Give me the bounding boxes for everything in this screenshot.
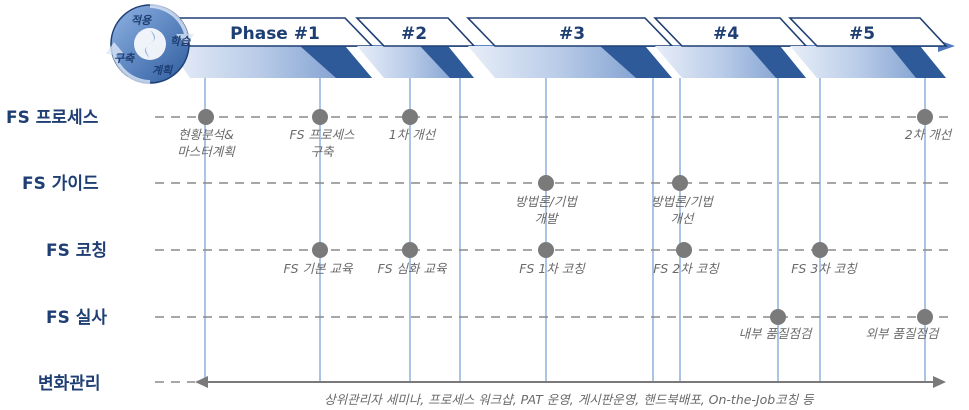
phase-band: Phase #1 #2 #3 #4 #5 <box>166 17 948 78</box>
milestone-label: FS 2차 코칭 <box>653 261 720 276</box>
cycle-word-learn: 학습 <box>170 35 191 48</box>
process-milestones: 현황분석& 마스터계획 FS 프로세스 구축 1차 개선 2차 개선 <box>177 109 953 159</box>
milestone-label: 개선 <box>670 211 695 226</box>
row-labels: FS 프로세스 FS 가이드 FS 코칭 FS 실사 변화관리 <box>6 108 107 394</box>
milestone-label: FS 기본 교육 <box>283 261 354 276</box>
phase-5-label: #5 <box>849 24 875 44</box>
milestone-label: 2차 개선 <box>905 127 953 142</box>
milestone-dot <box>676 242 692 258</box>
milestone-dot <box>198 109 214 125</box>
milestone-label: 1차 개선 <box>389 127 437 142</box>
change-mgmt-activities: 상위관리자 세미나, 프로세스 워크샵, PAT 운영, 게시판운영, 핸드북배… <box>324 392 815 407</box>
milestone-label: FS 3차 코칭 <box>791 261 858 276</box>
milestone-dot <box>917 109 933 125</box>
guide-milestones: 방법론/기법 개발 방법론/기법 개선 <box>515 175 714 226</box>
row-label-coaching: FS 코칭 <box>46 241 107 261</box>
milestone-dot <box>812 242 828 258</box>
milestone-dot <box>770 309 786 325</box>
phase-4-label: #4 <box>713 24 739 44</box>
phase-3-label: #3 <box>559 24 585 44</box>
milestone-label: FS 1차 코칭 <box>519 261 586 276</box>
phase-1-label: Phase #1 <box>230 24 320 44</box>
milestone-label: 현황분석& <box>178 127 234 142</box>
milestone-dot <box>312 242 328 258</box>
milestone-label: 방법론/기법 <box>515 194 578 209</box>
milestone-label: 방법론/기법 <box>651 194 714 209</box>
milestone-label: FS 심화 교육 <box>377 261 448 276</box>
milestone-label: 마스터계획 <box>177 144 236 159</box>
cycle-word-apply: 적용 <box>131 14 152 27</box>
milestone-label: FS 프로세스 <box>289 127 355 142</box>
milestone-dot <box>312 109 328 125</box>
phase-4: #4 <box>653 17 808 78</box>
milestone-dot <box>402 242 418 258</box>
phase-1: Phase #1 <box>166 17 374 78</box>
phase-2: #2 <box>355 17 476 78</box>
milestone-label: 개발 <box>534 211 560 226</box>
phase-5: #5 <box>788 17 948 78</box>
phase-2-label: #2 <box>401 24 427 44</box>
milestone-dot <box>672 175 688 191</box>
milestone-dot <box>917 309 933 325</box>
row-label-audit: FS 실사 <box>46 308 107 328</box>
milestone-dot <box>538 242 554 258</box>
row-label-process: FS 프로세스 <box>6 108 99 128</box>
phase-3: #3 <box>466 17 674 78</box>
cycle-word-build: 구축 <box>114 52 135 65</box>
milestone-dot <box>538 175 554 191</box>
phase-dividers <box>204 78 926 382</box>
milestone-label: 외부 품질점검 <box>866 326 940 341</box>
audit-milestones: 내부 품질점검 외부 품질점검 <box>739 309 940 341</box>
milestone-dot <box>402 109 418 125</box>
cycle-icon: 적용 학습 구축 계획 <box>106 4 194 84</box>
row-label-guide: FS 가이드 <box>22 174 99 194</box>
cycle-word-plan: 계획 <box>152 64 174 77</box>
milestone-label: 내부 품질점검 <box>739 326 813 341</box>
milestone-label: 구축 <box>310 144 335 159</box>
coaching-milestones: FS 기본 교육 FS 심화 교육 FS 1차 코칭 FS 2차 코칭 FS 3… <box>283 242 858 276</box>
row-label-change-mgmt: 변화관리 <box>38 374 101 394</box>
change-mgmt-arrow: 상위관리자 세미나, 프로세스 워크샵, PAT 운영, 게시판운영, 핸드북배… <box>195 376 946 407</box>
